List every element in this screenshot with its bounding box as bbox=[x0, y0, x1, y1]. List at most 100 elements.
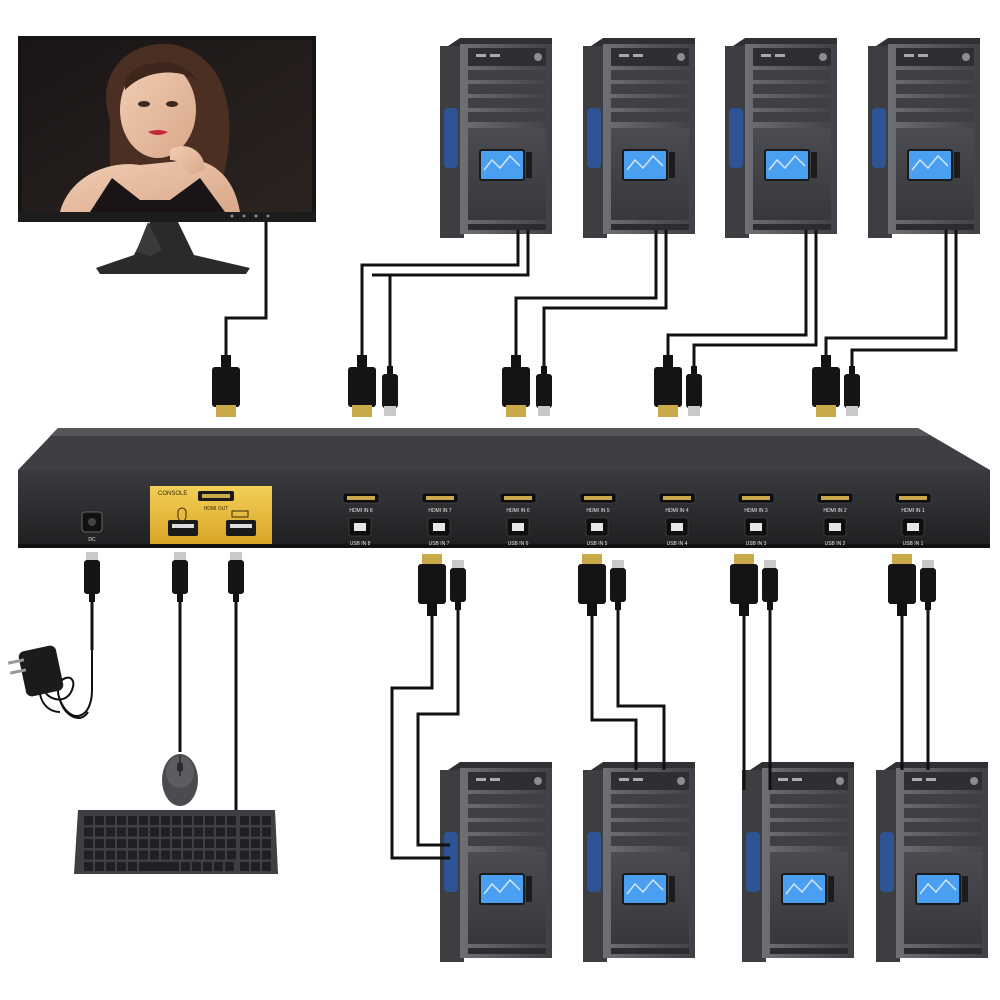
keyboard-key bbox=[95, 839, 104, 848]
port-column-4: HDMI IN 4 USB IN 4 bbox=[658, 492, 696, 547]
keyboard-key bbox=[251, 827, 260, 837]
keyboard-key bbox=[251, 850, 260, 860]
keyboard-key bbox=[205, 850, 214, 860]
pc-top-3 bbox=[724, 37, 838, 239]
keyboard-key bbox=[117, 827, 126, 837]
keyboard-key bbox=[214, 862, 223, 871]
keyboard-key bbox=[139, 839, 148, 848]
plugs-bottom bbox=[84, 552, 936, 616]
keyboard-key bbox=[139, 850, 148, 860]
keyboard bbox=[74, 810, 278, 874]
dc-power-port: DC bbox=[81, 511, 103, 543]
hdmi-out-label: HDMI OUT bbox=[204, 506, 229, 512]
pc-bottom-1 bbox=[439, 761, 553, 963]
keyboard-key bbox=[106, 839, 115, 848]
svg-text:USB IN 2: USB IN 2 bbox=[825, 541, 846, 547]
keyboard-key bbox=[95, 862, 104, 871]
svg-text:HDMI IN 5: HDMI IN 5 bbox=[586, 508, 610, 514]
keyboard-key bbox=[128, 850, 137, 860]
port-column-1: HDMI IN 1 USB IN 1 bbox=[894, 492, 932, 547]
keyboard-key bbox=[205, 827, 214, 837]
svg-text:USB IN 4: USB IN 4 bbox=[667, 541, 688, 547]
keyboard-key bbox=[205, 816, 214, 825]
keyboard-key bbox=[183, 816, 192, 825]
keyboard-key bbox=[183, 850, 192, 860]
keyboard-key bbox=[240, 850, 249, 860]
keyboard-key bbox=[227, 850, 236, 860]
keyboard-key bbox=[240, 862, 249, 871]
keyboard-key bbox=[117, 862, 126, 871]
keyboard-key bbox=[150, 816, 159, 825]
svg-text:USB IN 7: USB IN 7 bbox=[429, 541, 450, 547]
svg-text:HDMI IN 7: HDMI IN 7 bbox=[428, 508, 452, 514]
mouse-icon bbox=[177, 507, 187, 522]
keyboard-key bbox=[117, 839, 126, 848]
keyboard-key bbox=[172, 839, 181, 848]
keyboard-icon bbox=[231, 510, 249, 518]
keyboard-key bbox=[95, 816, 104, 825]
keyboard-key bbox=[128, 862, 137, 871]
keyboard-key bbox=[150, 839, 159, 848]
keyboard-key bbox=[216, 827, 225, 837]
keyboard-key bbox=[225, 862, 234, 871]
plugs-top bbox=[212, 355, 860, 417]
svg-text:USB IN 6: USB IN 6 bbox=[508, 541, 529, 547]
pc-bottom-4 bbox=[875, 761, 989, 963]
cables-top bbox=[224, 222, 958, 370]
port-column-6: HDMI IN 6 USB IN 6 bbox=[499, 492, 537, 547]
keyboard-key bbox=[128, 827, 137, 837]
cables-bottom bbox=[90, 600, 930, 860]
keyboard-key bbox=[106, 850, 115, 860]
port-column-3: HDMI IN 3 USB IN 3 bbox=[737, 492, 775, 547]
svg-text:USB IN 5: USB IN 5 bbox=[587, 541, 608, 547]
kvm-switch: DC CONSOLE HDMI OUT HDMI IN 8 USB IN 8 H… bbox=[18, 428, 990, 548]
port-column-5: HDMI IN 5 USB IN 5 bbox=[579, 492, 617, 547]
keyboard-key bbox=[181, 862, 190, 871]
keyboard-key bbox=[262, 839, 271, 848]
keyboard-key bbox=[139, 862, 179, 871]
keyboard-key bbox=[194, 850, 203, 860]
keyboard-key bbox=[84, 862, 93, 871]
svg-text:HDMI IN 8: HDMI IN 8 bbox=[349, 508, 373, 514]
pc-top-4 bbox=[867, 37, 981, 239]
keyboard-key bbox=[227, 827, 236, 837]
keyboard-key bbox=[172, 816, 181, 825]
keyboard-key bbox=[161, 816, 170, 825]
keyboard-key bbox=[205, 839, 214, 848]
power-adapter bbox=[7, 645, 93, 719]
keyboard-key bbox=[172, 827, 181, 837]
keyboard-key bbox=[240, 839, 249, 848]
keyboard-key bbox=[262, 862, 271, 871]
keyboard-key bbox=[227, 839, 236, 848]
keyboard-key bbox=[84, 827, 93, 837]
port-column-7: HDMI IN 7 USB IN 7 bbox=[421, 492, 459, 547]
port-column-2: HDMI IN 2 USB IN 2 bbox=[816, 492, 854, 547]
keyboard-key bbox=[106, 816, 115, 825]
keyboard-key bbox=[172, 850, 181, 860]
keyboard-key bbox=[106, 862, 115, 871]
keyboard-key bbox=[183, 827, 192, 837]
keyboard-key bbox=[183, 839, 192, 848]
keyboard-key bbox=[84, 850, 93, 860]
mouse bbox=[162, 754, 198, 806]
pc-top-1 bbox=[439, 37, 553, 239]
keyboard-key bbox=[192, 862, 201, 871]
keyboard-key bbox=[194, 839, 203, 848]
monitor bbox=[18, 36, 316, 274]
keyboard-key bbox=[117, 816, 126, 825]
svg-text:HDMI IN 6: HDMI IN 6 bbox=[506, 508, 530, 514]
keyboard-key bbox=[262, 827, 271, 837]
keyboard-key bbox=[95, 850, 104, 860]
keyboard-key bbox=[251, 816, 260, 825]
dc-label: DC bbox=[88, 537, 96, 543]
console-panel: CONSOLE HDMI OUT bbox=[150, 486, 272, 544]
keyboard-key bbox=[240, 816, 249, 825]
keyboard-key bbox=[251, 862, 260, 871]
console-title: CONSOLE bbox=[158, 491, 187, 497]
keyboard-key bbox=[128, 839, 137, 848]
svg-text:USB IN 1: USB IN 1 bbox=[903, 541, 924, 547]
pc-bottom-2 bbox=[582, 761, 696, 963]
keyboard-key bbox=[240, 827, 249, 837]
pc-bottom-3 bbox=[741, 761, 855, 963]
keyboard-key bbox=[262, 816, 271, 825]
